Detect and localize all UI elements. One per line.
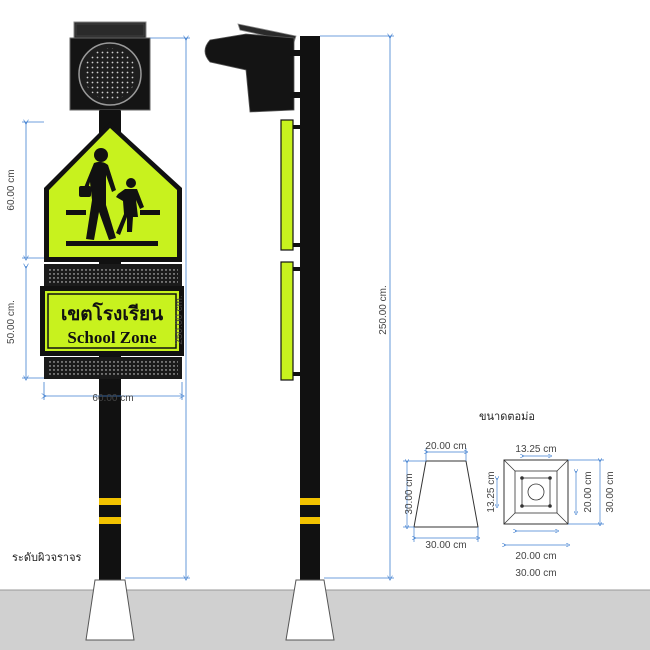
footing-title: ขนาดตอม่อ <box>479 410 535 423</box>
footing-side-elevation <box>403 448 478 542</box>
school-zone-thai-text: เขตโรงเรียน <box>61 302 163 325</box>
anchor-bolt-icon <box>520 476 524 480</box>
pedestrian-child-icon <box>116 178 144 235</box>
side-light-housing <box>204 33 295 113</box>
footing-plan-view <box>497 456 604 545</box>
dim-top-sign-height: 60.00 cm <box>6 169 17 210</box>
footing-plan-outer-width: 30.00 cm <box>515 568 556 579</box>
footing-plan-outer-height: 30.00 cm <box>605 471 616 512</box>
footing-plan-plate-width: 13.25 cm <box>515 444 556 455</box>
solar-panel <box>73 21 147 39</box>
side-pole <box>300 36 320 590</box>
footing-plan-inner-height: 20.00 cm <box>583 471 594 512</box>
footing-side-bottom-width: 30.00 cm <box>425 540 466 551</box>
footing-plan-inner-width: 20.00 cm <box>515 551 556 562</box>
dim-bottom-sign-height: 50.00 cm. <box>6 300 17 344</box>
front-view: เขตโรงเรียน School Zone <box>40 21 184 641</box>
front-reflector-band-top <box>99 498 121 505</box>
dim-total-height-front: 250.00 cm. <box>174 295 185 344</box>
front-dimensions <box>22 38 190 578</box>
pole-hole-icon <box>527 483 545 501</box>
footing-side-height: 30.00 cm <box>404 473 415 514</box>
pedestrian-adult-icon <box>79 148 116 240</box>
footing-plan-plate-height: 13.25 cm <box>486 471 497 512</box>
side-reflector-band-top <box>300 498 320 505</box>
road-surface-label: ระดับผิวจราจร <box>12 551 82 564</box>
front-reflector-band-bottom <box>99 517 121 524</box>
side-dimensions <box>320 36 394 578</box>
footing-side-top-width: 20.00 cm <box>425 441 466 452</box>
dim-panel-width: 60.00 cm <box>92 393 133 404</box>
dim-total-height-side: 250.00 cm. <box>378 285 389 334</box>
front-footing <box>85 579 135 641</box>
side-sign-panel-top <box>280 119 294 251</box>
side-footing <box>285 579 335 641</box>
side-sign-panel-bottom <box>280 261 294 381</box>
side-reflector-band-bottom <box>300 517 320 524</box>
side-view <box>204 23 335 641</box>
school-zone-english-text: School Zone <box>67 328 157 347</box>
